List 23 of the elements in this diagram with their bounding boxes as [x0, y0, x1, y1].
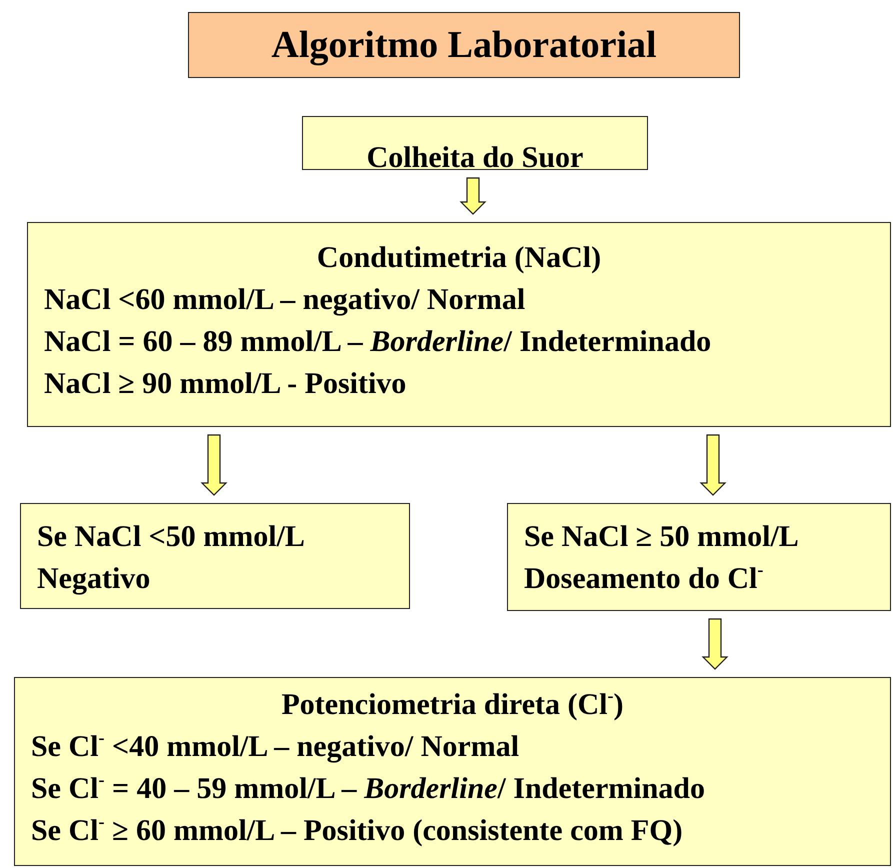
box-text: Se Cl$^{-}$ <40 mmol/L – negativo/ Normal	[31, 726, 520, 765]
box-text: Negativo	[37, 561, 152, 597]
box-text: Se NaCl ≥ 50 mmol/L	[524, 519, 800, 555]
box-text: Se NaCl <50 mmol/L	[37, 519, 306, 555]
box-text: NaCl = 60 – 89 mmol/L – Borderline/ Indeterminado	[44, 324, 712, 360]
box-text: Colheita do Suor	[366, 140, 584, 176]
box-text: NaCl <60 mmol/L – negativo/ Normal	[44, 282, 526, 318]
process-box	[27, 222, 891, 427]
box-heading: Potenciometria direta (Cl$^{-}$)	[280, 684, 624, 723]
arrow	[460, 177, 486, 215]
arrow	[700, 434, 726, 496]
process-box	[14, 677, 891, 866]
process-box	[302, 116, 648, 170]
arrow	[200, 434, 228, 496]
box-text: Doseamento do Cl$^{-}$	[524, 558, 764, 597]
box-text: Se Cl$^{-}$ ≥ 60 mmol/L – Positivo (consistente com FQ)	[31, 810, 684, 849]
arrow	[702, 618, 728, 670]
process-box	[507, 503, 891, 611]
box-text: Se Cl$^{-}$ = 40 – 59 mmol/L – Borderline/ Indeterminado	[31, 768, 706, 807]
box-text: NaCl ≥ 90 mmol/L - Positivo	[44, 366, 408, 402]
box-heading: Condutimetria (NaCl)	[316, 240, 602, 276]
process-box	[20, 503, 410, 609]
title: Algoritmo Laboratorial	[188, 12, 740, 78]
